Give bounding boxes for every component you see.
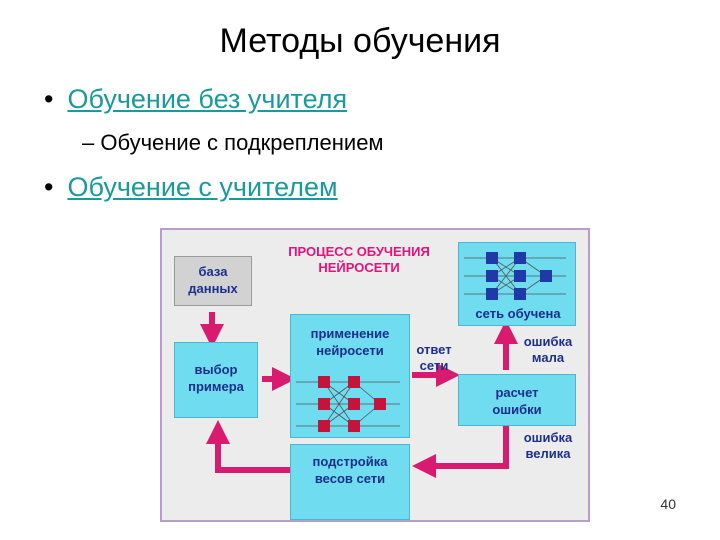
bullet-supervised: • Обучение с учителем [44,172,338,203]
error-large-label: ошибка велика [523,430,573,461]
link-unsupervised-learning[interactable]: Обучение без учителя [67,84,348,114]
error-small-label: ошибка мала [523,334,573,365]
compute-error-label: расчет ошибки [492,385,542,417]
bullet-dot: • [44,172,54,202]
page-number: 40 [660,496,676,512]
select-example-label: выбор примера [188,362,244,394]
arrow-adjust-to-select [206,420,290,473]
select-example-box: выбор примера [174,342,258,418]
network-answer-label: ответ сети [416,342,452,373]
diagram-arrows [200,312,518,478]
bullet-dot: • [44,84,54,114]
database-box: база данных [174,256,252,306]
apply-network-label: применение нейросети [310,326,390,358]
bullet-unsupervised: • Обучение без учителя [44,84,347,115]
adjust-weights-box: подстройка весов сети [290,444,410,520]
link-supervised-learning[interactable]: Обучение с учителем [67,172,338,202]
compute-error-box: расчет ошибки [458,374,576,426]
network-trained-label: сеть обучена [475,306,561,321]
adjust-weights-label: подстройка весов сети [312,454,388,486]
sub-bullet-reinforcement: – Обучение с подкреплением [82,130,384,155]
arrow-error-to-adjust [412,426,509,478]
network-applied-icon [296,376,400,432]
database-label: база данных [188,264,238,296]
slide-title: Методы обучения [219,22,501,60]
diagram-heading: ПРОЦЕСС ОБУЧЕНИЯ НЕЙРОСЕТИ [288,244,430,275]
training-process-diagram: база данных ПРОЦЕСС ОБУЧЕНИЯ НЕЙРОСЕТИ в… [160,228,590,522]
network-trained-icon [464,252,566,300]
network-trained-box: сеть обучена [458,242,576,326]
apply-network-box: применение нейросети [290,314,410,438]
